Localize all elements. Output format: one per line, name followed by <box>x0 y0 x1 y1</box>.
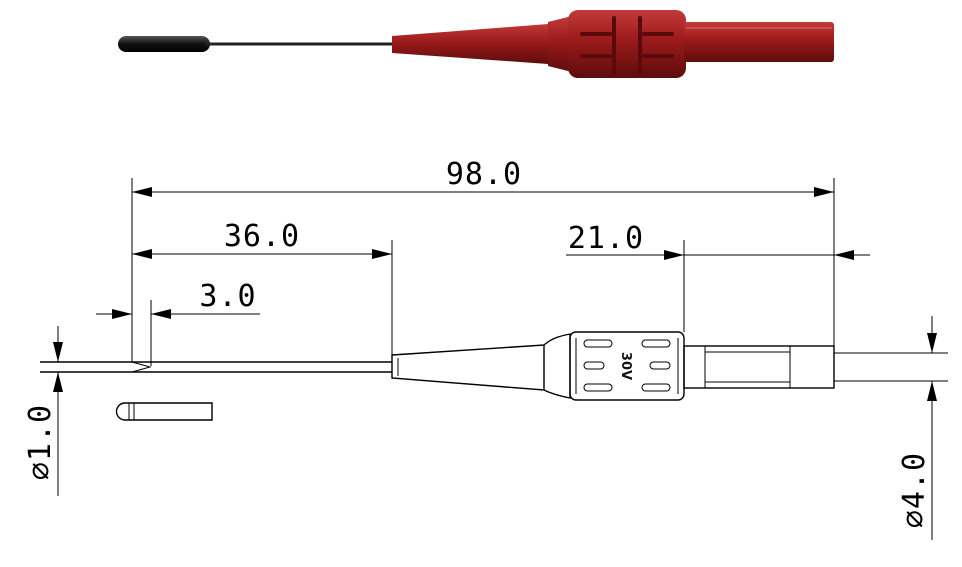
dimension-plug-diameter: ⌀4.0 <box>897 316 937 540</box>
tip-detail <box>115 402 213 421</box>
grip-slots <box>583 339 671 392</box>
probe-plug <box>684 22 834 62</box>
product-photo <box>118 10 834 78</box>
svg-text:36.0: 36.0 <box>224 219 300 254</box>
dimension-needle-length: 36.0 <box>132 219 393 355</box>
dimension-tip-length: 3.0 <box>96 279 260 366</box>
probe-tip-insulator <box>118 36 210 52</box>
probe-cone <box>392 24 548 64</box>
dimension-overall-length: 98.0 <box>131 157 835 362</box>
svg-text:⌀4.0: ⌀4.0 <box>897 452 932 528</box>
dimension-needle-diameter: ⌀1.0 <box>23 326 63 496</box>
svg-text:⌀1.0: ⌀1.0 <box>23 404 58 480</box>
svg-text:21.0: 21.0 <box>568 221 644 256</box>
probe-collar <box>548 16 572 72</box>
svg-text:3.0: 3.0 <box>199 279 256 314</box>
dimension-plug-length: 21.0 <box>566 221 870 332</box>
probe-outline <box>40 331 948 401</box>
body-marking: 30V <box>618 352 633 380</box>
probe-grip <box>568 10 686 78</box>
svg-text:98.0: 98.0 <box>446 157 522 192</box>
probe-grip-grooves <box>580 16 674 74</box>
